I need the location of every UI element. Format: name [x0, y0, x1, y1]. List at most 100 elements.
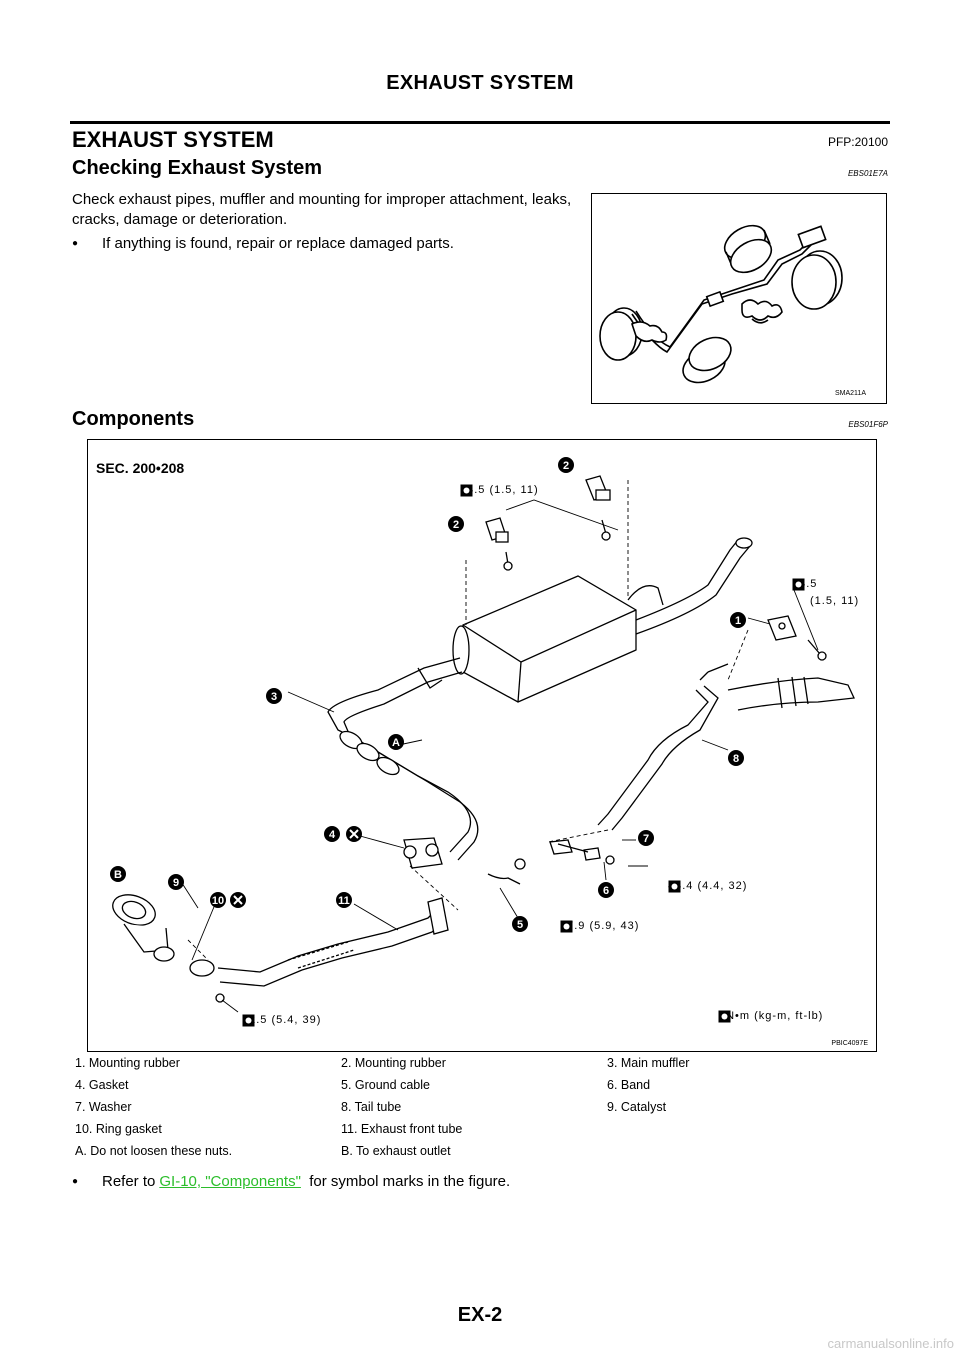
tire-front-right: [682, 336, 732, 384]
legend-cell: [606, 1118, 890, 1140]
legend-cell: 11. Exhaust front tube: [341, 1122, 463, 1136]
legend-cell: 4. Gasket: [75, 1078, 129, 1092]
torque-spec-1: 14.5 (1.5, 11): [460, 484, 539, 497]
components-code: EBS01F6P: [848, 420, 888, 429]
legend-cell: 1. Mounting rubber: [75, 1056, 180, 1070]
main-muffler: [452, 575, 637, 703]
callout-1: 1: [730, 612, 746, 628]
checking-text: Check exhaust pipes, muffler and mountin…: [72, 191, 572, 228]
legend-row: 1. Mounting rubber 2. Mounting rubber 3.…: [72, 1052, 890, 1074]
tire-rear-right: [791, 250, 843, 310]
legend-cell: A. Do not loosen these nuts.: [75, 1144, 233, 1158]
note-suffix: for symbol marks in the figure.: [300, 1173, 511, 1190]
legend-cell: 5. Ground cable: [341, 1078, 430, 1092]
legend-cell: 8. Tail tube: [341, 1100, 402, 1114]
legend-cell: 7. Washer: [75, 1100, 132, 1114]
svg-text:6: 6: [603, 885, 609, 897]
svg-text:10: 10: [212, 895, 224, 907]
checking-title: Checking Exhaust System: [72, 157, 323, 179]
callout-11: 11: [336, 892, 352, 908]
legend-cell: 2. Mounting rubber: [341, 1056, 446, 1070]
legend-cell: 3. Main muffler: [607, 1056, 690, 1070]
torque-unit-legend: : N•m (kg-m, ft-lb): [718, 1010, 824, 1023]
callout-a: A: [388, 734, 404, 750]
checking-code: EBS01E7A: [847, 169, 888, 178]
tail-tube: [597, 663, 855, 831]
torque-spec-2: 14.5: [792, 578, 818, 591]
gi-10-components-link[interactable]: GI-10, "Components": [159, 1173, 301, 1190]
section-title: EXHAUST SYSTEM: [72, 127, 274, 152]
exhaust-front-tube: [217, 897, 449, 987]
exhaust-check-figure: SMA211A: [591, 193, 887, 404]
torque-wrench-icon: [668, 880, 681, 893]
svg-text:8: 8: [733, 753, 739, 765]
callout-7: 7: [638, 830, 654, 846]
bullet-icon: ●: [72, 238, 79, 249]
muffler-inlet-pipe: [327, 657, 479, 861]
legend-row: 10. Ring gasket 11. Exhaust front tube: [72, 1118, 890, 1140]
torque-wrench-icon: [560, 920, 573, 933]
torque-spec-3: 43.4 (4.4, 32): [668, 880, 748, 893]
svg-text:1: 1: [735, 615, 741, 627]
torque-wrench-icon: [242, 1014, 255, 1027]
bullet-icon: ●: [72, 1176, 79, 1187]
torque-spec-4: 57.9 (5.9, 43): [560, 920, 640, 933]
callout-5: 5: [512, 916, 528, 932]
components-note: ● Refer to GI-10, "Components" for symbo…: [72, 1172, 510, 1192]
svg-text:11: 11: [338, 895, 350, 907]
watermark: carmanualsonline.info: [827, 1336, 954, 1351]
catalyst: [112, 894, 175, 962]
legend-cell: 9. Catalyst: [607, 1100, 667, 1114]
legend-cell: [606, 1140, 890, 1162]
figure-id-pbic4097e: PBIC4097E: [831, 1040, 868, 1047]
section-reference: SEC. 200•208: [96, 460, 185, 476]
svg-text:2: 2: [453, 519, 459, 531]
torque-wrench-icon: [718, 1010, 731, 1023]
mounting-rubber-left: [485, 517, 513, 571]
callout-9: 9: [168, 874, 184, 890]
legend-cell: B. To exhaust outlet: [341, 1144, 451, 1158]
note-prefix: Refer to: [102, 1173, 156, 1190]
torque-wrench-icon: [460, 484, 473, 497]
components-illustration: 1 2 2 3 4 5 6 7 8 9 10 11 A B: [110, 457, 855, 1013]
figure-id-sma211a: SMA211A: [835, 390, 866, 397]
legend-row: 7. Washer 8. Tail tube 9. Catalyst: [72, 1096, 890, 1118]
svg-text:3: 3: [271, 691, 277, 703]
torque-spec-5: 52.5 (5.4, 39): [242, 1014, 322, 1027]
checking-bullet-text: If anything is found, repair or replace …: [102, 235, 454, 252]
callout-b: B: [110, 866, 126, 882]
ground-cable: [487, 858, 526, 885]
callout-8: 8: [728, 750, 744, 766]
svg-text:A: A: [392, 737, 400, 749]
components-figure: 1 2 2 3 4 5 6 7 8 9 10 11 A B SEC. 200•2…: [87, 439, 877, 1052]
components-title: Components: [72, 408, 195, 430]
legend-cell: 10. Ring gasket: [75, 1122, 162, 1136]
legend-row: A. Do not loosen these nuts. B. To exhau…: [72, 1140, 890, 1162]
exhaust-check-illustration: [599, 224, 843, 384]
svg-text:9: 9: [173, 877, 179, 889]
page-number: EX-2: [457, 1304, 503, 1326]
svg-text:2: 2: [563, 460, 569, 472]
tire-rear-left: [723, 224, 773, 274]
callout-2-upper: 2: [558, 457, 574, 473]
mounting-rubber-right: [767, 615, 827, 661]
callout-10: 10: [210, 892, 226, 908]
callout-4: 4: [324, 826, 340, 842]
gasket-flange: [403, 837, 443, 869]
svg-text:5: 5: [517, 919, 523, 931]
ring-gasket: [189, 959, 215, 977]
svg-text:4: 4: [329, 829, 336, 841]
mounting-rubber-upper: [585, 475, 611, 541]
tail-pipe-upper: [627, 537, 753, 635]
legend-cell: 6. Band: [607, 1078, 651, 1092]
svg-text:B: B: [114, 869, 122, 881]
callout-6: 6: [598, 882, 614, 898]
components-legend-table: 1. Mounting rubber 2. Mounting rubber 3.…: [72, 1052, 890, 1162]
svg-text:7: 7: [643, 833, 649, 845]
torque-spec-2-alt: (1.5, 11): [810, 595, 860, 607]
header-rule: [70, 121, 890, 124]
do-not-loosen-icon-4: [346, 826, 362, 842]
legend-row: 4. Gasket 5. Ground cable 6. Band: [72, 1074, 890, 1096]
callout-3: 3: [266, 688, 282, 704]
callout-2-left: 2: [448, 516, 464, 532]
